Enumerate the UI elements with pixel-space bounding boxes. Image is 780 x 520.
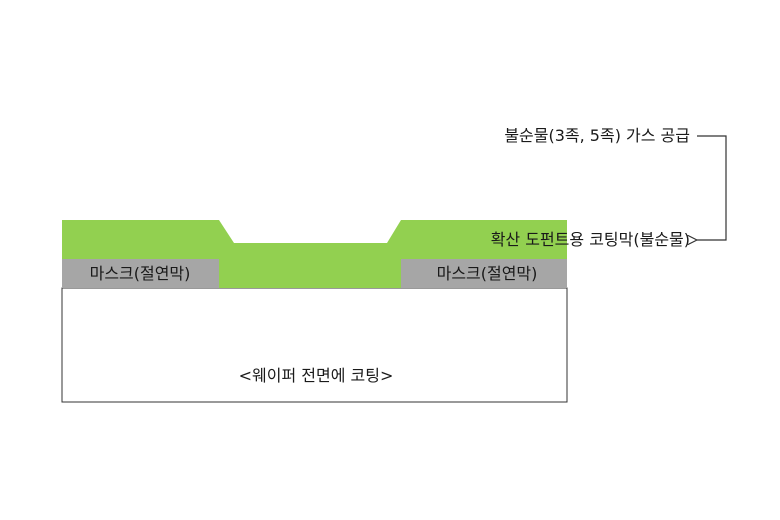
dopant-coating-label: 확산 도펀트용 코팅막(불순물) bbox=[491, 230, 690, 249]
wafer-substrate bbox=[61, 287, 568, 403]
mask-right-label: 마스크(절연막) bbox=[437, 264, 538, 283]
mask-left bbox=[62, 259, 219, 288]
mask-left-label: 마스크(절연막) bbox=[90, 264, 191, 283]
mask-right bbox=[401, 259, 567, 288]
wafer-caption: <웨이퍼 전면에 코팅> bbox=[239, 366, 394, 385]
gas-supply-connector-arrow bbox=[697, 135, 727, 240]
gas-supply-label: 불순물(3족, 5족) 가스 공급 bbox=[504, 126, 690, 145]
